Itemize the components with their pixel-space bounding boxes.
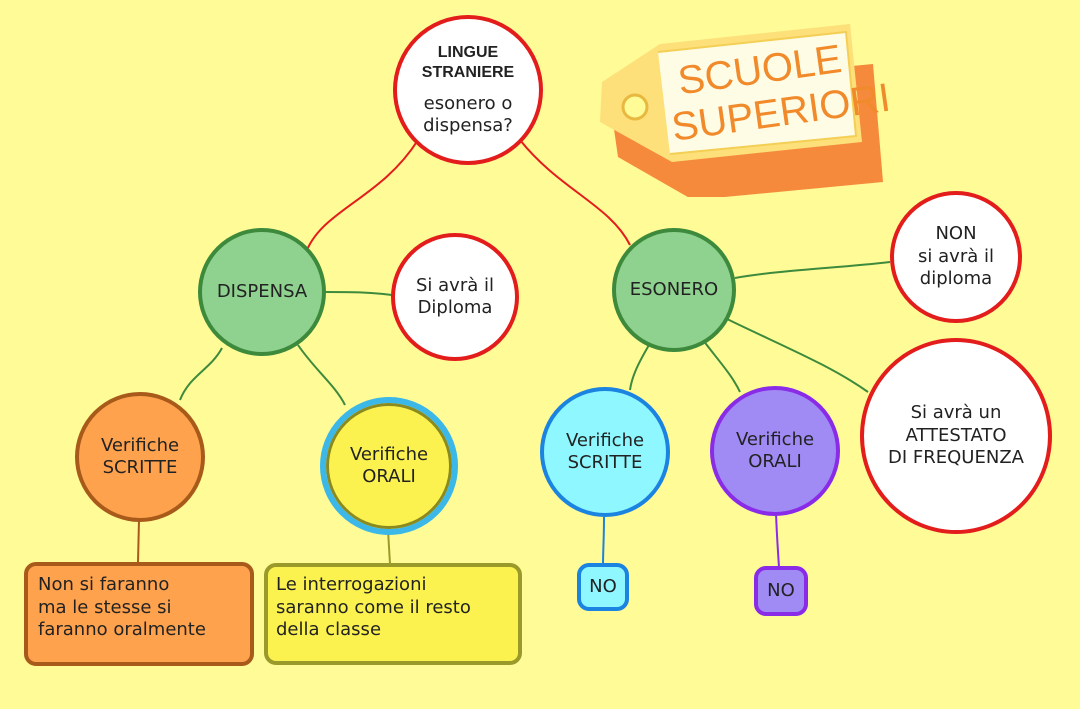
link-dispensa-scritte (179, 347, 223, 401)
link-esonero-scritte (629, 339, 653, 391)
link-esonero-nondiploma (734, 261, 891, 279)
esonero-scritte-no: NO (577, 563, 629, 611)
link-orali-note-left (387, 529, 391, 565)
dispensa-scritte-note: Non si faranno ma le stesse si faranno o… (24, 562, 254, 666)
link-orali-no (775, 512, 780, 569)
root-title: LINGUE STRANIERE (421, 43, 515, 81)
dispensa-orali-label: Verifiche ORALI (349, 443, 429, 488)
dispensa-orali-note-text: Le interrogazioni saranno come il resto … (276, 574, 471, 640)
esonero-label: ESONERO (629, 278, 719, 300)
esonero-nondiploma-node: NON si avrà il diploma (890, 191, 1022, 323)
dispensa-scritte-note-text: Non si faranno ma le stesse si faranno o… (38, 574, 206, 640)
esonero-orali-label: Verifiche ORALI (735, 428, 815, 473)
link-root-dispensa (304, 139, 419, 256)
link-dispensa-diploma (324, 291, 393, 296)
root-node: LINGUE STRANIERE esonero o dispensa? (393, 15, 543, 165)
dispensa-orali-note: Le interrogazioni saranno come il resto … (264, 563, 522, 665)
link-root-esonero (519, 139, 631, 246)
esonero-scritte-label: Verifiche SCRITTE (565, 429, 645, 474)
link-dispensa-orali (297, 344, 346, 406)
dispensa-scritte-node: Verifiche SCRITTE (75, 392, 205, 522)
link-scritte-no (602, 516, 605, 567)
dispensa-node: DISPENSA (198, 228, 326, 356)
dispensa-scritte-label: Verifiche SCRITTE (100, 434, 180, 479)
dispensa-diploma-text: Si avrà il Diploma (416, 274, 494, 319)
esonero-nondiploma-text: NON si avrà il diploma (918, 223, 994, 290)
link-esonero-attestato (724, 317, 869, 393)
esonero-orali-no-text: NO (767, 579, 795, 601)
esonero-scritte-no-text: NO (589, 575, 617, 597)
esonero-node: ESONERO (612, 228, 736, 352)
link-esonero-orali (702, 339, 741, 393)
root-question: esonero o dispensa? (423, 92, 513, 137)
dispensa-diploma-node: Si avrà il Diploma (391, 233, 519, 361)
esonero-attestato-node: Si avrà un ATTESTATO DI FREQUENZA (860, 338, 1052, 534)
dispensa-orali-node: Verifiche ORALI (320, 397, 458, 535)
esonero-orali-node: Verifiche ORALI (710, 386, 840, 516)
link-scritte-note-left (137, 519, 140, 563)
price-tag-icon (600, 24, 883, 197)
esonero-attestato-text: Si avrà un ATTESTATO DI FREQUENZA (888, 402, 1024, 469)
esonero-scritte-node: Verifiche SCRITTE (540, 387, 670, 517)
dispensa-label: DISPENSA (216, 280, 308, 302)
esonero-orali-no: NO (754, 566, 808, 616)
